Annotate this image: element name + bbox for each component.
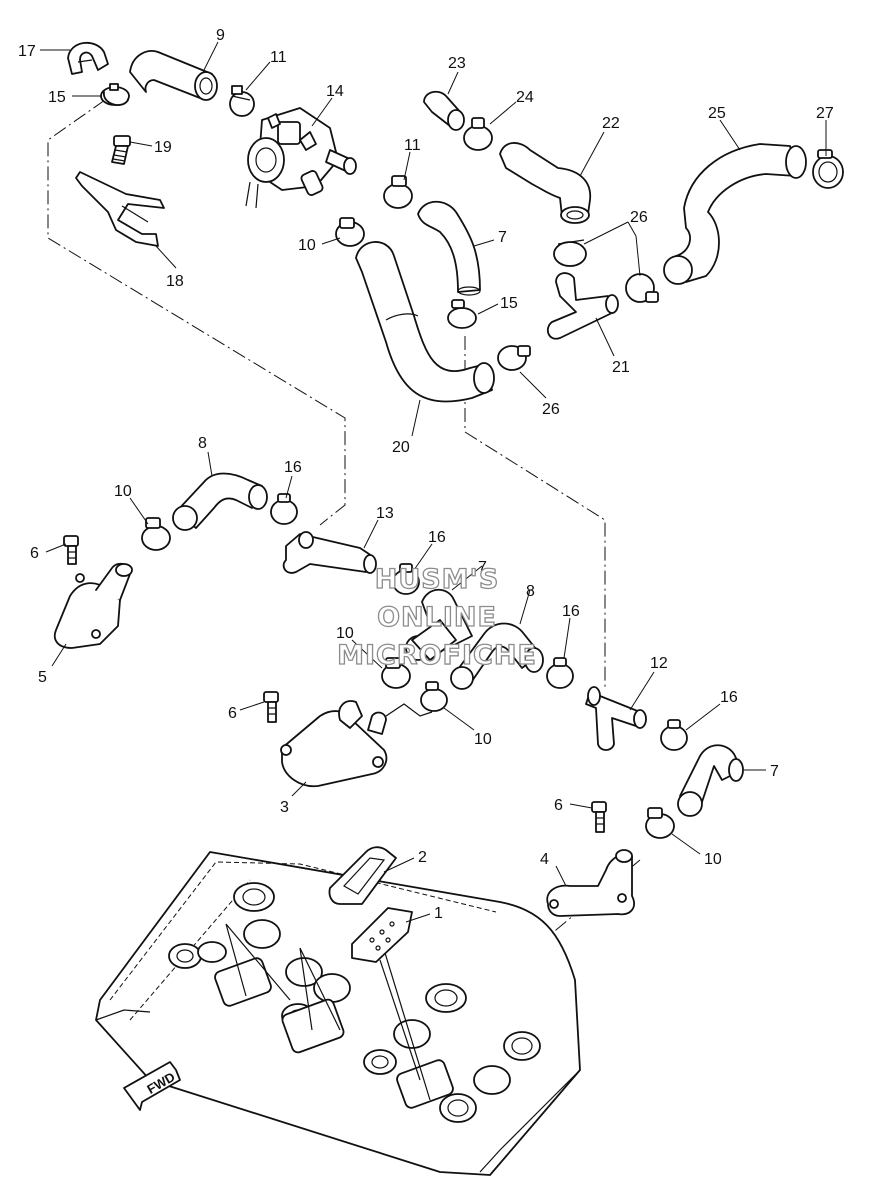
callout-24: 24 [516,89,534,106]
callout-19: 19 [154,139,172,156]
callout-3: 3 [280,799,289,816]
air-cut-valve-14 [245,107,357,209]
callout-10-lower: 10 [474,731,492,748]
callout-10-middle: 10 [336,625,354,642]
callout-15-center: 15 [500,295,518,312]
hose-9 [129,50,218,101]
callout-8-middle: 8 [526,583,535,600]
callout-6-right: 6 [554,797,563,814]
bolt-6-right [591,801,607,833]
callout-7-top: 7 [498,229,507,246]
callout-14: 14 [326,83,344,100]
callout-11-top: 11 [270,49,287,66]
hose-clamp-15-center [447,299,477,329]
hose-8-middle [450,622,544,690]
pipe-12 [585,686,647,751]
hose-clamp-26-top [553,239,587,267]
hose-clamp-26-right [625,273,659,303]
callout-17: 17 [18,43,36,60]
hose-clamp-11-top [229,85,255,117]
hose-clamp-16-b [392,563,420,595]
hose-25 [663,143,807,285]
watermark-line-2: ONLINE [377,602,497,633]
callout-7-middle: 7 [478,559,487,576]
bolt-19 [111,135,131,165]
cylinder-head-cover [95,851,581,1176]
hose-clamp-16-c [546,657,574,689]
callout-6-left: 6 [30,545,39,562]
callout-16-b: 16 [428,529,446,546]
callout-16-d: 16 [720,689,738,706]
gasket-2 [328,846,397,905]
bolt-6-middle [263,691,279,723]
watermark-line-3: MICROFICHE [337,640,537,671]
callout-13: 13 [376,505,394,522]
hose-20 [355,241,495,403]
hose-7-top [417,200,481,296]
callout-10-right: 10 [704,851,722,868]
callout-5: 5 [38,669,47,686]
hose-7-middle [405,588,473,661]
callout-15-top: 15 [48,89,66,106]
callout-21: 21 [612,359,630,376]
hose-clamp-10-middle [381,657,411,689]
callout-25: 25 [708,105,726,122]
bracket-18 [75,171,165,247]
callout-26-top: 26 [630,209,648,226]
callout-23: 23 [448,55,466,72]
hose-clamp-16-a [270,493,298,525]
leader-lines [40,41,827,923]
callout-22: 22 [602,115,620,132]
callout-6-middle: 6 [228,705,237,722]
pipe-13 [282,531,377,574]
hose-clamp-27 [812,149,844,189]
hose-clamp-26-center [497,345,531,371]
hose-clamp-10-right [645,807,675,839]
callout-10-top: 10 [298,237,316,254]
hose-clamp-11-right [383,175,413,209]
watermark-line-1: HUSM'S [375,564,500,595]
watermark: HUSM'S ONLINE MICROFICHE [336,563,537,671]
hose-clamp-15-top [100,83,130,106]
hose-clamp-10-top [335,217,365,247]
callout-1: 1 [434,905,443,922]
bolt-6-left [63,535,79,565]
hose-clamp-10-lower [420,681,448,712]
plate-1 [351,907,413,963]
reed-valve-cover-5 [53,562,133,649]
plug-23 [423,90,465,131]
hose-clamp-24 [463,117,493,151]
callout-12: 12 [650,655,668,672]
callout-8-left: 8 [198,435,207,452]
hose-8-left [172,472,268,531]
callout-10-left: 10 [114,483,132,500]
callout-9: 9 [216,27,225,44]
callout-18: 18 [166,273,184,290]
forward-direction-arrow: FWD [123,1061,181,1111]
hose-clamp-16-d [660,719,688,751]
callout-4: 4 [540,851,549,868]
reed-valve-cover-3 [280,700,433,788]
hose-elbow-22 [499,142,592,224]
callout-numbers: 17 15 9 11 19 18 14 11 10 23 24 22 26 7 … [18,27,834,922]
hose-clamp-10-left [141,517,171,551]
callout-16-c: 16 [562,603,580,620]
callout-2: 2 [418,849,427,866]
hose-7-right [677,744,744,817]
reed-valve-cover-4 [546,849,635,917]
pipe-21 [546,272,619,340]
callout-16-a: 16 [284,459,302,476]
callout-27: 27 [816,105,834,122]
callout-26-center: 26 [542,401,560,418]
bracket-17 [67,42,109,75]
callout-7-right: 7 [770,763,779,780]
callout-11-right: 11 [404,137,421,154]
callout-20: 20 [392,439,410,456]
